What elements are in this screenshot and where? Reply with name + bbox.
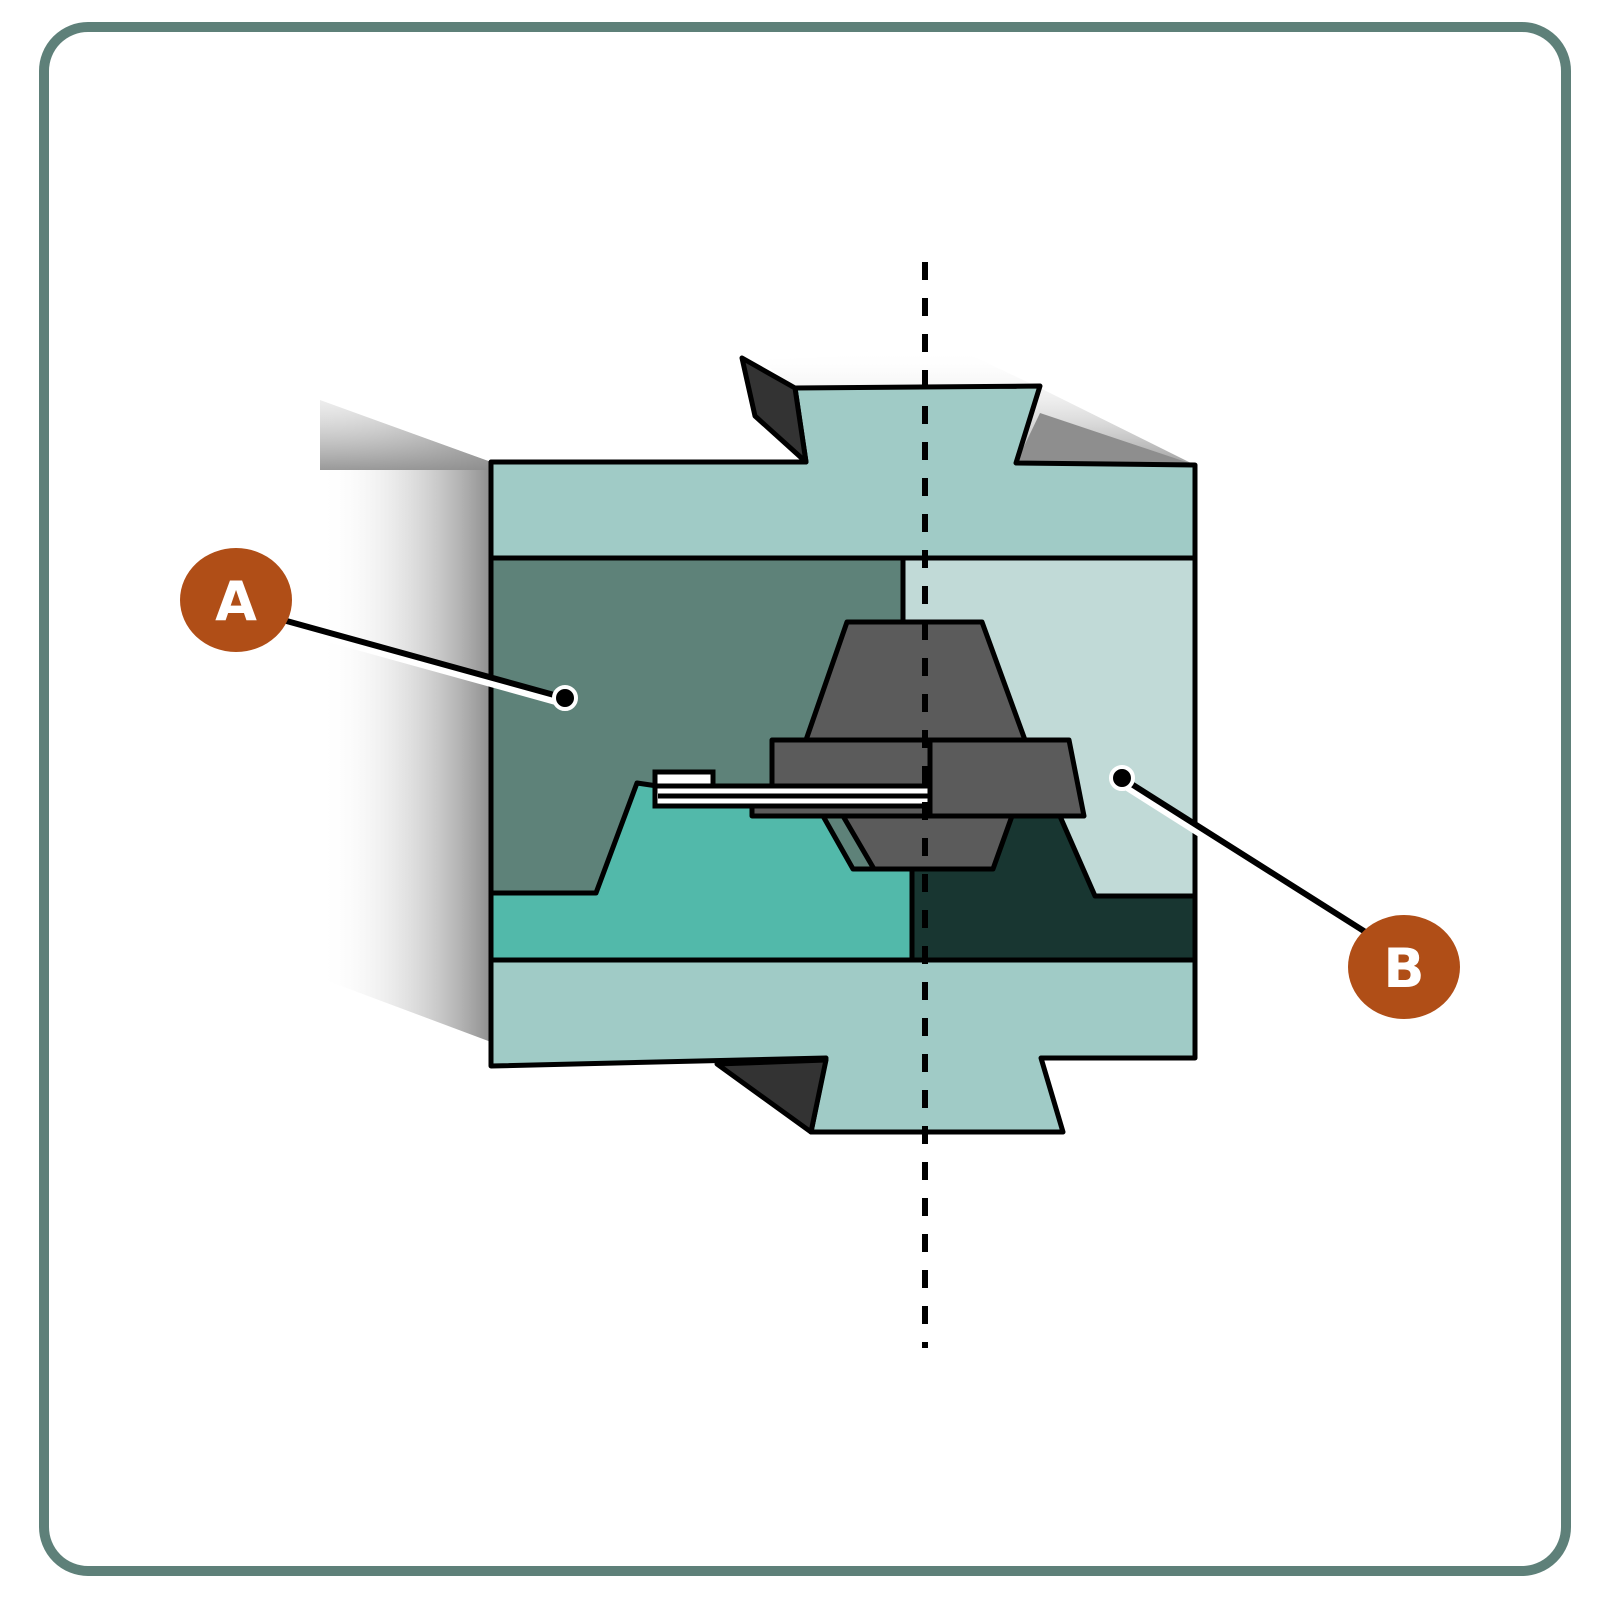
bottom-flange	[488, 957, 1198, 1135]
callout-a-leader	[282, 617, 566, 701]
callout-b-leader-shadow	[1119, 779, 1370, 942]
callout-a-leader-shadow	[281, 620, 567, 708]
callout-b-label: B	[1383, 937, 1424, 1000]
callout-b-leader	[1120, 775, 1369, 936]
callout-a-label: A	[215, 570, 257, 633]
callout-b-anchor	[1109, 765, 1135, 791]
top-wedge	[739, 355, 809, 465]
side-shadow-face	[320, 400, 491, 1042]
callout-a-badge	[180, 548, 292, 652]
top-right-shadow	[1016, 413, 1195, 465]
bottom-wedge	[714, 1057, 829, 1135]
callout-b-badge	[1348, 915, 1460, 1019]
callout-a-anchor	[552, 685, 578, 711]
